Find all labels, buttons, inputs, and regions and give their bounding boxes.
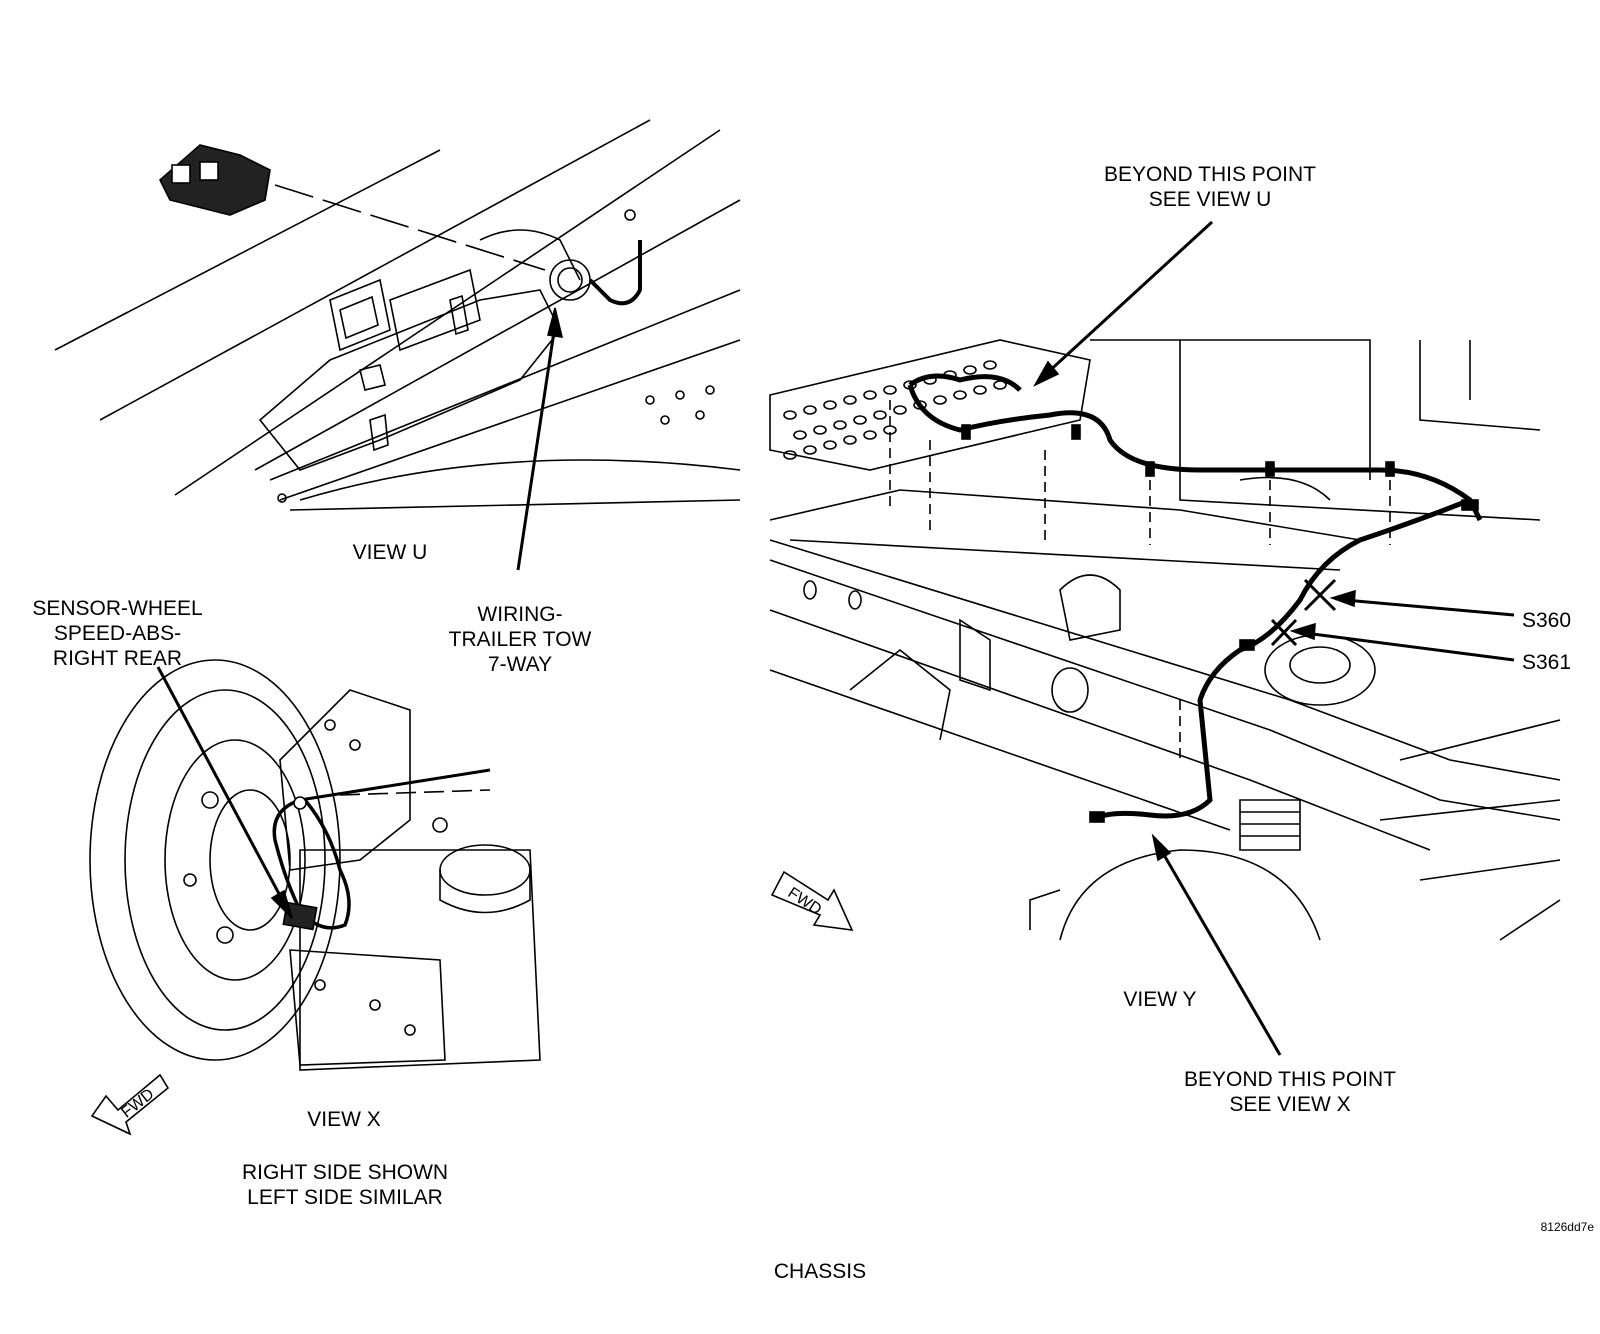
view-u-title: VIEW U	[352, 541, 428, 564]
beyond-view-x-line2: SEE VIEW X	[1229, 1093, 1351, 1116]
view-x-title: VIEW X	[307, 1108, 381, 1131]
view-y-title: VIEW Y	[1123, 988, 1197, 1011]
beyond-view-u-line2: SEE VIEW U	[1148, 188, 1272, 211]
beyond-view-u-label: BEYOND THIS POINT SEE VIEW U	[1085, 162, 1335, 212]
wiring-line2: TRAILER TOW	[448, 628, 592, 651]
view-u-drawing	[54, 119, 741, 571]
fwd-arrow-left-icon	[90, 1073, 170, 1136]
s361-label: S361	[1522, 651, 1572, 674]
view-y-drawing	[769, 220, 1561, 1056]
beyond-view-x-label: BEYOND THIS POINT SEE VIEW X	[1165, 1067, 1415, 1117]
wiring-trailer-tow-label: WIRING- TRAILER TOW 7-WAY	[430, 602, 610, 677]
chassis-caption: CHASSIS	[773, 1260, 867, 1283]
right-side-shown-label: RIGHT SIDE SHOWN LEFT SIDE SIMILAR	[220, 1160, 470, 1210]
right-side-line2: LEFT SIDE SIMILAR	[247, 1186, 443, 1209]
sensor-wheel-speed-label: SENSOR-WHEEL SPEED-ABS- RIGHT REAR	[10, 596, 225, 671]
wiring-line1: WIRING-	[477, 603, 563, 626]
sensor-line2: SPEED-ABS-	[53, 622, 182, 645]
beyond-view-u-line1: BEYOND THIS POINT	[1104, 163, 1316, 186]
s360-label: S360	[1522, 609, 1572, 632]
right-side-line1: RIGHT SIDE SHOWN	[241, 1161, 449, 1184]
beyond-view-x-line1: BEYOND THIS POINT	[1184, 1068, 1396, 1091]
fwd-arrow-right-icon	[770, 870, 854, 931]
view-x-drawing	[89, 659, 541, 1071]
sensor-line3: RIGHT REAR	[52, 647, 183, 670]
wiring-line3: 7-WAY	[487, 653, 553, 676]
sensor-line1: SENSOR-WHEEL	[32, 597, 203, 620]
figure-id: 8126dd7e	[1540, 1220, 1594, 1234]
